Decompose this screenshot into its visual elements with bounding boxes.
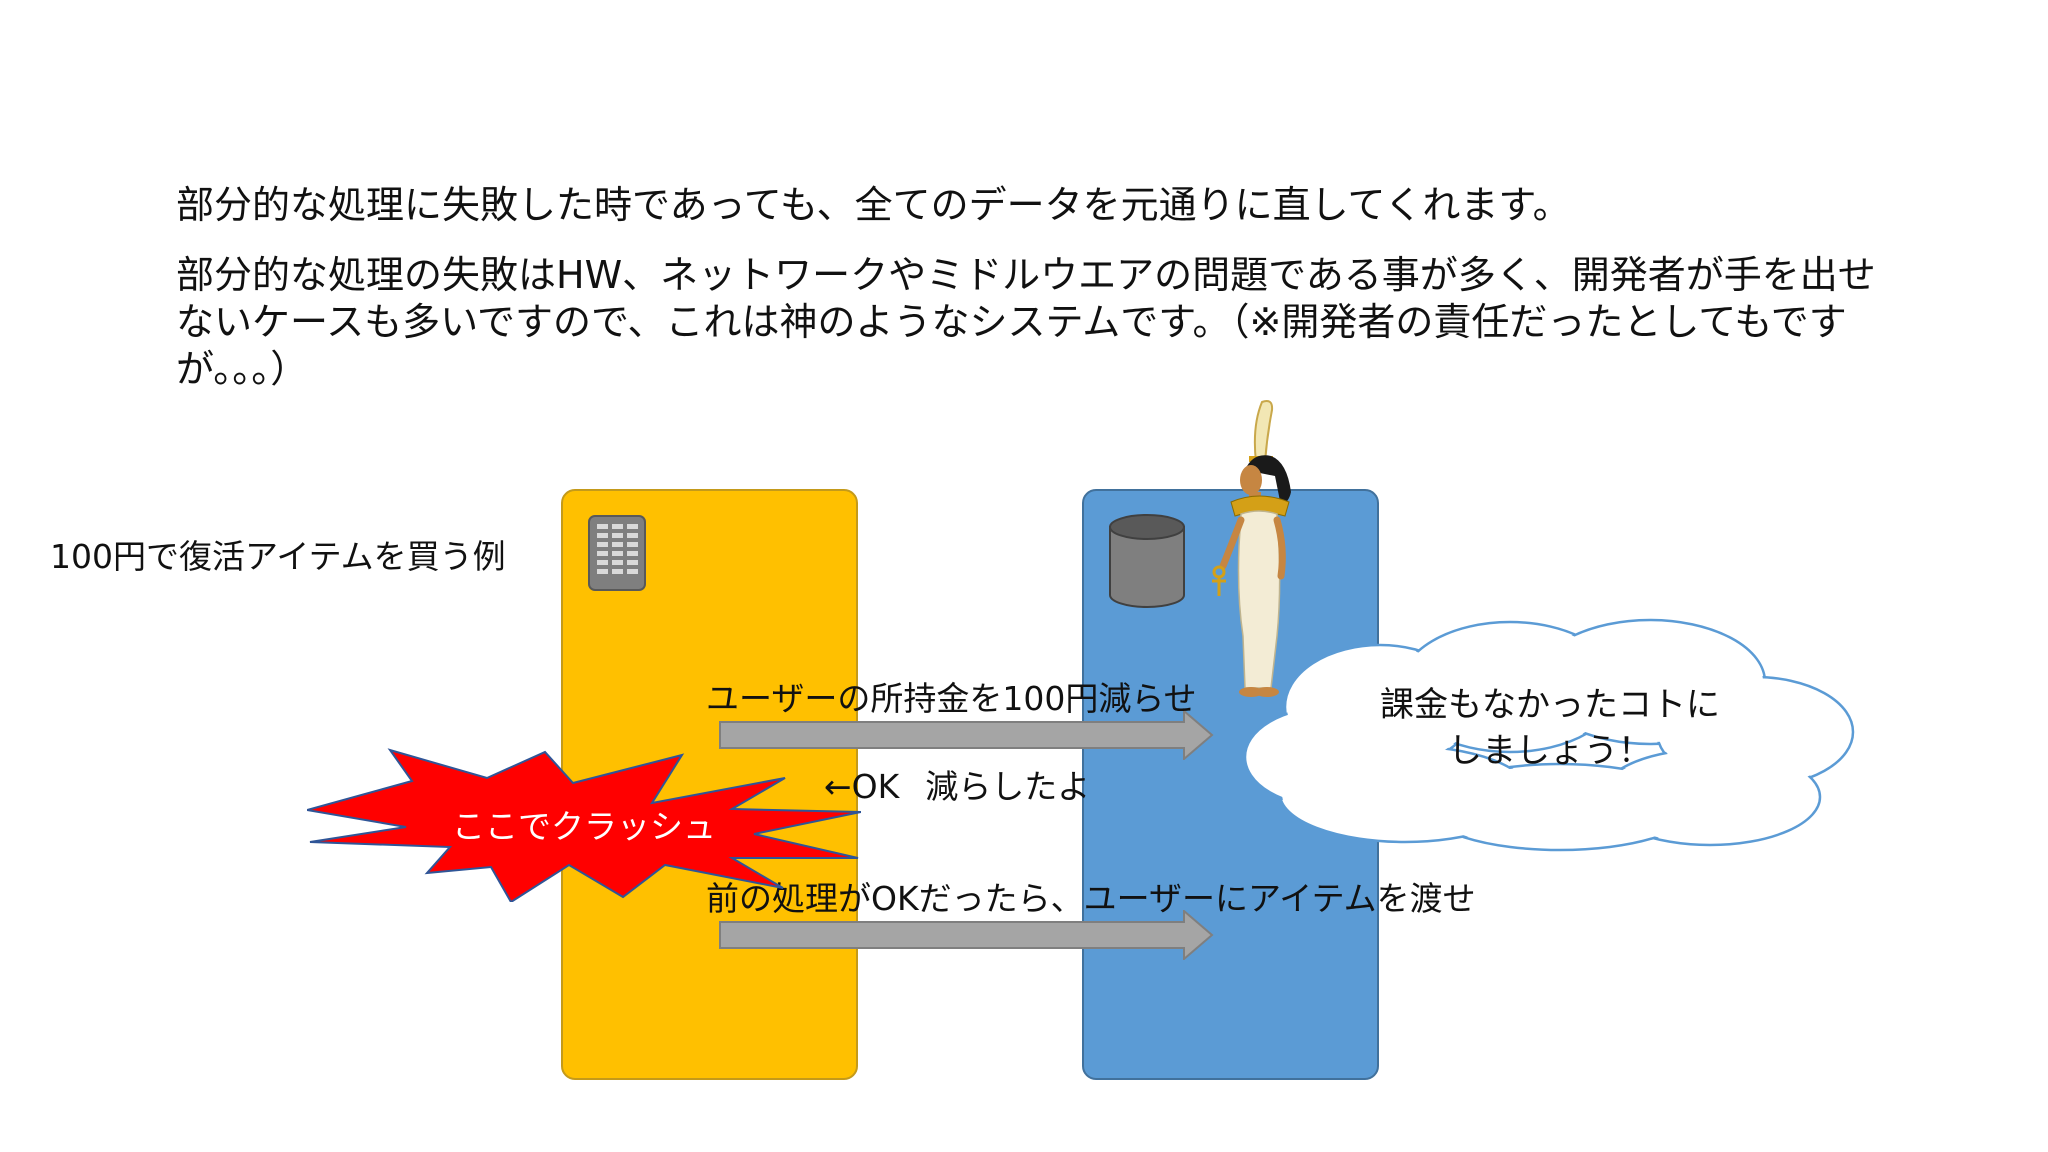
- egyptian-goddess-figure: [1212, 400, 1291, 697]
- cloud-text-line-1: 課金もなかったコトに: [1380, 685, 1720, 725]
- intro-paragraph-2: 部分的な処理の失敗はHW、ネットワークやミドルウエアの問題である事が多く、開発者…: [176, 253, 1876, 391]
- item-transfer-label: 前の処理がOKだったら、ユーザーにアイテムを渡せ: [706, 879, 1476, 918]
- ok-response-text: 減らしたよ: [925, 767, 1091, 806]
- ok-response-label: ←OK 減らしたよ: [824, 760, 1090, 808]
- cloud-text: 課金もなかったコトにしましょう！: [1300, 682, 1800, 774]
- crash-explosion-shape: [307, 748, 861, 902]
- server-icon: [588, 515, 646, 591]
- request-label: ユーザーの所持金を100円減らせ: [706, 679, 1197, 718]
- database-icon: [1109, 514, 1185, 608]
- thought-cloud-shape: [1243, 618, 1855, 852]
- item-transfer-arrow: [719, 910, 1214, 960]
- example-label: 100円で復活アイテムを買う例: [50, 537, 506, 576]
- cloud-text-line-2: しましょう！: [1448, 731, 1652, 771]
- crash-label: ここでクラッシュ: [452, 807, 716, 846]
- ok-response-prefix: ←OK: [824, 767, 900, 806]
- intro-paragraph-1: 部分的な処理に失敗した時であっても、全てのデータを元通りに直してくれます。: [176, 183, 1571, 227]
- request-arrow: [719, 710, 1214, 760]
